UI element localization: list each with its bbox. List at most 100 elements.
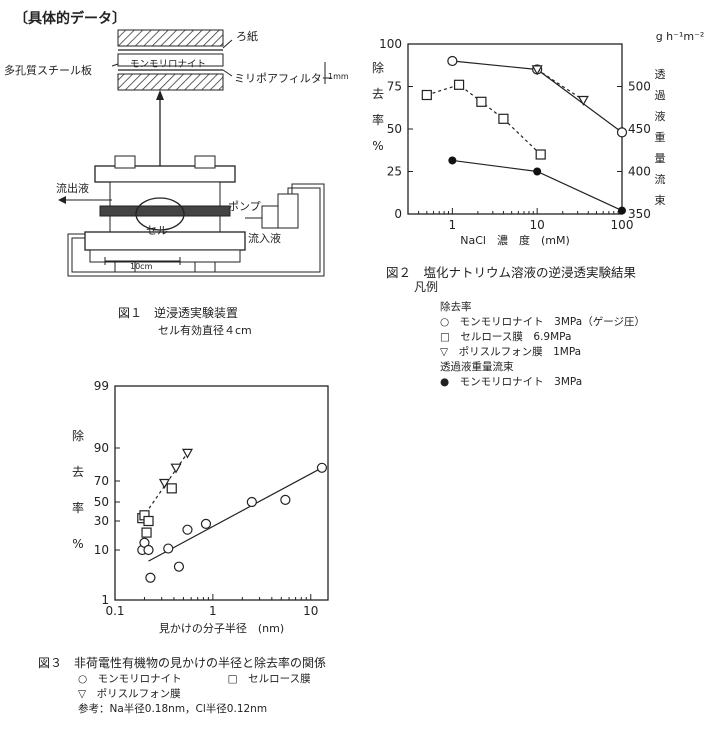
y-left-tick-label: 25 [387, 165, 402, 179]
series-line [536, 68, 584, 101]
square-icon: □ [440, 331, 450, 343]
arrow-left-icon [58, 196, 66, 204]
data-point-circle [173, 561, 185, 572]
data-point-circle [182, 524, 193, 535]
legend-sub-flux: 透過液重量流束 [440, 361, 514, 373]
label-cell: セル [146, 224, 168, 237]
x-tick-label: 0.1 [105, 604, 124, 618]
fig2-legend: 除去率 ○ モンモリロナイト 3MPa（ゲージ圧） □ セルロース膜 6.9MP… [440, 300, 645, 390]
y-left-label-char: 去 [372, 87, 384, 101]
apparatus-diagram [58, 29, 326, 277]
data-point-circle [447, 55, 458, 67]
label-inflow: 流入液 [248, 232, 281, 245]
data-point-circle [316, 462, 328, 473]
data-point-square [453, 79, 465, 90]
y-right-label-char: 過 [655, 89, 666, 102]
membrane-plate [99, 205, 231, 217]
y-left-tick-label: 75 [387, 80, 402, 94]
y-right-label-char: 液 [655, 109, 666, 123]
y-right-label-char: 透 [655, 68, 666, 81]
y-left-tick-label: 0 [394, 207, 402, 221]
y-right-label-char: 流 [655, 172, 666, 186]
legend-item: セルロース膜 [248, 673, 311, 685]
x-axis-label: NaCl 濃 度 (mM) [460, 233, 570, 247]
label-pump: ポンプ [228, 200, 261, 213]
legend-item: □ セルロース膜 6.9MPa [440, 331, 572, 343]
fig1-subcaption: セル有効直径４cm [158, 324, 252, 337]
data-point-square [143, 515, 154, 527]
legend-item: ● モンモリロナイト 3MPa [440, 376, 583, 388]
y-tick-label: 50 [94, 495, 109, 509]
circle-icon: ○ [78, 673, 88, 685]
data-point-filled [533, 167, 542, 176]
data-point-triangle [577, 95, 589, 106]
data-point-circle [246, 496, 257, 508]
y-tick-label: 30 [94, 514, 109, 528]
data-point-triangle [531, 65, 543, 76]
triangle-icon: ▽ [78, 688, 87, 700]
data-point-square [141, 527, 152, 538]
x-tick-label: 1 [449, 218, 457, 232]
y-right-tick-label: 350 [628, 207, 651, 221]
y-right-label-char: 重 [655, 130, 666, 144]
y-tick-label: 99 [94, 379, 109, 393]
legend-item: ▽ ポリスルフォン膜 1MPa [440, 346, 582, 358]
plot-frame [114, 385, 329, 601]
legend-item: ○ モンモリロナイト 3MPa（ゲージ圧） [440, 316, 645, 328]
circle-icon: ○ [440, 316, 450, 328]
data-point-square [421, 89, 432, 101]
data-point-square [535, 149, 546, 160]
trend-line [148, 467, 323, 562]
arrow-up-icon [156, 90, 164, 100]
x-tick-label: 1 [209, 604, 217, 618]
data-point-circle [163, 543, 174, 554]
label-millipore: ミリポアフィルター [234, 72, 333, 85]
y-left-label-char: 率 [372, 112, 384, 127]
filled-circle-icon: ● [440, 376, 450, 388]
label-scale: 10cm [130, 262, 153, 271]
fig3-caption: 図３ 非荷電性有機物の見かけの半径と除去率の関係 [38, 656, 327, 670]
y-tick-label: 10 [94, 543, 109, 557]
y-tick-label: 1 [101, 593, 109, 607]
data-point-square [476, 96, 487, 107]
reservoir [277, 193, 299, 229]
series-line [426, 84, 542, 155]
triangle-icon: ▽ [440, 346, 449, 358]
label-montmorillonite: モンモリロナイト [130, 59, 207, 70]
section-header: 〔具体的データ〕 [14, 11, 126, 27]
y-right-unit: g h⁻¹m⁻² [656, 30, 705, 43]
y-right-tick-label: 450 [628, 122, 651, 136]
y-label-char: % [72, 537, 83, 551]
x-tick-label: 10 [303, 604, 318, 618]
label-porous-steel: 多孔質スチール板 [4, 64, 92, 77]
y-label-char: 除 [72, 428, 84, 443]
data-point-triangle [181, 448, 193, 459]
y-left-tick-label: 50 [387, 122, 402, 136]
y-right-tick-label: 400 [628, 165, 651, 179]
porous-steel-top [117, 29, 224, 47]
y-right-label-char: 束 [655, 194, 666, 207]
y-left-label-char: 除 [372, 60, 384, 75]
x-tick-label: 10 [530, 218, 545, 232]
y-tick-label: 90 [94, 441, 109, 455]
x-tick-label: 100 [611, 218, 634, 232]
fig1-caption: 図１ 逆浸透実験装置 [118, 306, 239, 320]
data-point-filled [618, 206, 626, 215]
y-left-tick-label: 100 [379, 37, 402, 51]
montmorillonite-layer [117, 53, 224, 67]
porous-steel-bottom [117, 73, 224, 91]
x-axis-label: 見かけの分子半径 (nm) [159, 621, 284, 635]
square-icon: □ [227, 673, 238, 685]
data-point-square [498, 113, 509, 124]
label-thickness: 1mm [328, 72, 349, 81]
y-right-tick-label: 500 [628, 80, 651, 94]
data-point-circle [143, 544, 154, 556]
data-point-circle [145, 572, 156, 583]
legend-sub-rejection: 除去率 [440, 301, 472, 313]
cell-circle [135, 197, 185, 231]
fig3-legend: ○ モンモリロナイト□ セルロース膜 ▽ ポリスルフォン膜 参考：Na半径0.1… [78, 672, 311, 717]
y-right-label-char: 量 [655, 152, 666, 165]
plot-frame [407, 43, 623, 215]
